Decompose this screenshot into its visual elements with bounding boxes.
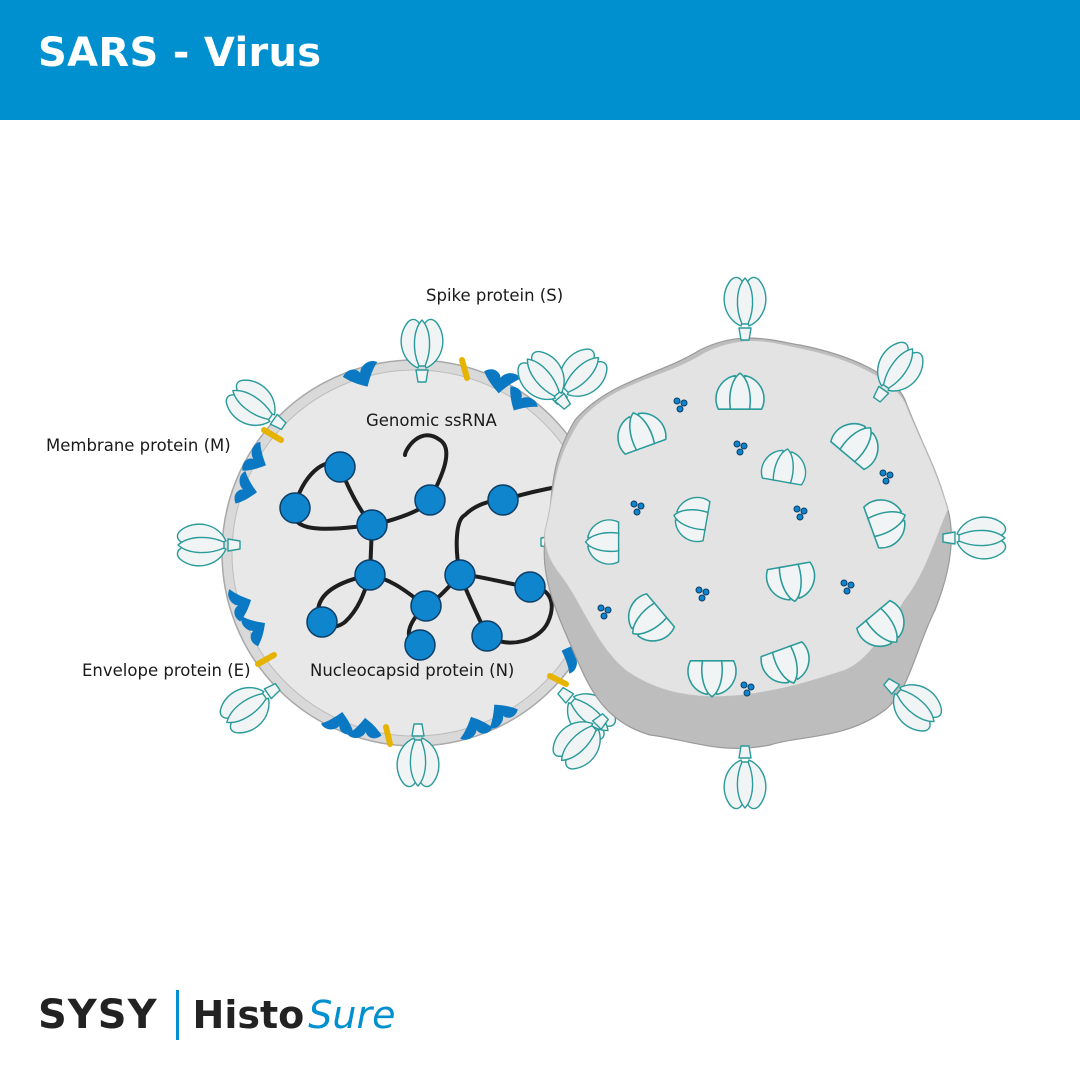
header-bar: SARS - Virus [0,0,1080,120]
brand-logo: SYSY Histo Sure [38,990,395,1040]
logo-sysy: SYSY [38,992,158,1038]
logo-histo: Histo [192,993,305,1037]
label-nucleocapsid-protein: Nucleocapsid protein (N) [310,661,515,680]
label-envelope-protein: Envelope protein (E) [82,661,251,680]
label-spike-protein: Spike protein (S) [426,286,564,305]
logo-sure: Sure [308,993,396,1037]
page-title: SARS - Virus [38,30,322,76]
logo-divider [175,990,179,1040]
label-genomic-ssrna: Genomic ssRNA [366,411,497,430]
label-membrane-protein: Membrane protein (M) [46,436,231,455]
envelope-proteins [255,357,569,747]
nucleocapsid-proteins [279,451,546,661]
